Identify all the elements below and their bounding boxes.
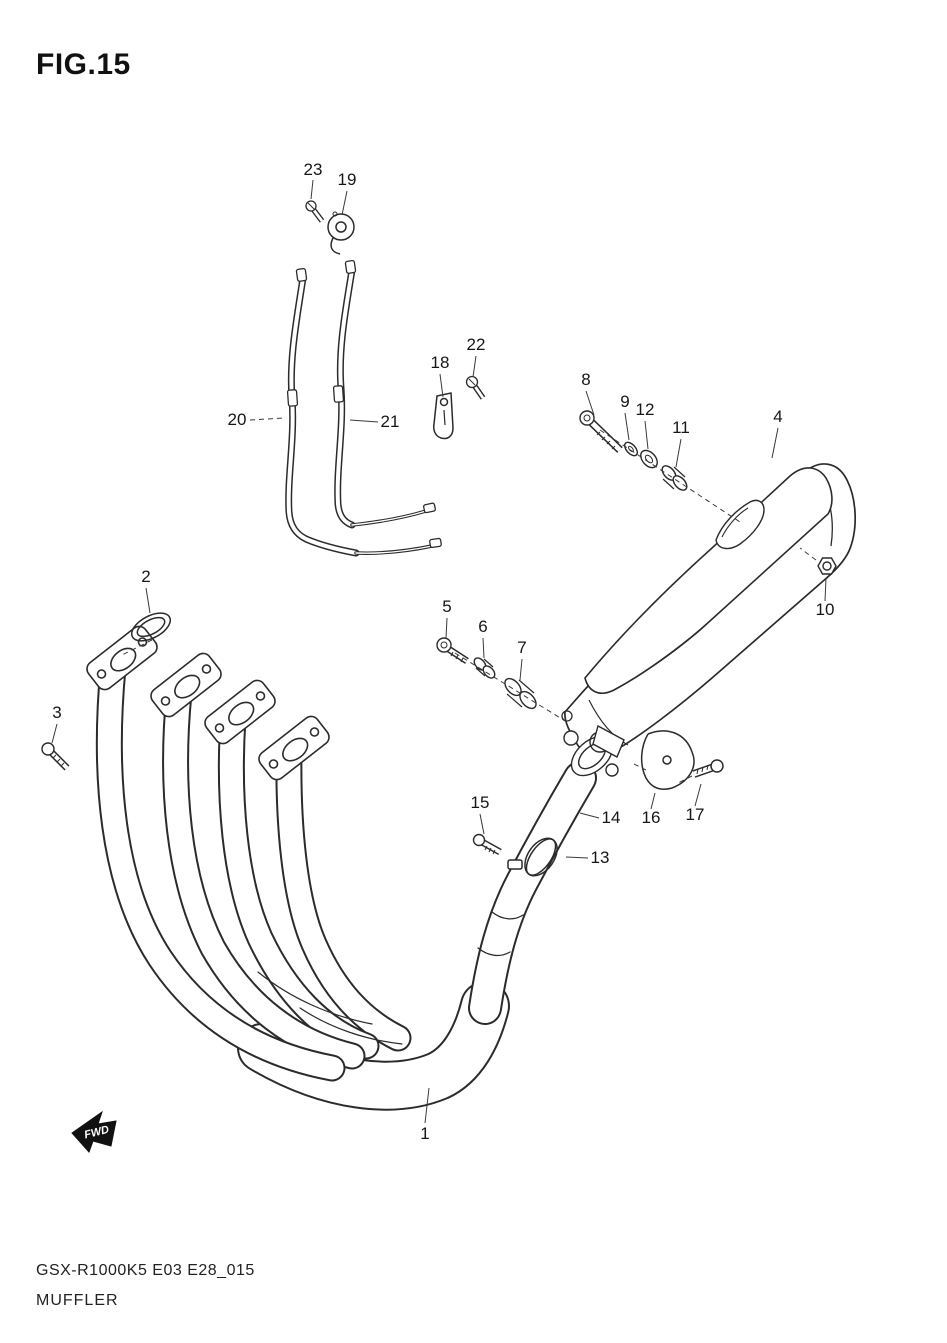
protector-bolt	[692, 759, 724, 778]
cable-grommet	[327, 211, 355, 255]
pipe-clamp	[507, 837, 558, 877]
part-callout-17: 17	[685, 805, 705, 824]
part-callout-8: 8	[581, 370, 591, 389]
exhaust-header-pipes	[95, 654, 597, 1111]
part-callout-20: 20	[227, 410, 247, 429]
part-callout-19: 19	[337, 170, 357, 189]
muffler-nut	[817, 557, 837, 575]
throttle-cables	[285, 259, 442, 557]
figure-part-name: MUFFLER	[36, 1292, 119, 1309]
inlet-valve-assembly	[563, 724, 625, 777]
part-callout-2: 2	[141, 567, 151, 586]
clamp-bolt	[472, 833, 502, 856]
part-callout-14: 14	[601, 808, 621, 827]
bracket-screw	[465, 375, 486, 400]
shield-vent	[715, 499, 765, 550]
cable-bracket	[433, 392, 454, 440]
figure-part-code: GSX-R1000K5 E03 E28_015	[36, 1262, 255, 1279]
flange-bolt	[41, 742, 70, 771]
part-callout-3: 3	[52, 703, 62, 722]
part-callout-16: 16	[641, 808, 661, 827]
part-callout-4: 4	[773, 407, 783, 426]
part-callout-15: 15	[470, 793, 490, 812]
part-callout-13: 13	[590, 848, 610, 867]
part-callout-9: 9	[620, 392, 630, 411]
part-callout-18: 18	[430, 353, 450, 372]
protector-bracket	[640, 730, 695, 790]
part-callout-12: 12	[635, 400, 655, 419]
leader-lines	[51, 179, 827, 1124]
header-flanges	[86, 625, 330, 781]
grommet-screw	[305, 200, 325, 223]
muffler-mount-hardware	[579, 410, 688, 491]
part-callout-21: 21	[380, 412, 400, 431]
part-callout-22: 22	[466, 335, 486, 354]
part-callout-1: 1	[420, 1124, 430, 1143]
part-callout-10: 10	[815, 600, 835, 619]
fwd-arrow: FWD	[71, 1110, 117, 1153]
part-callout-7: 7	[517, 638, 527, 657]
exhaust-gasket	[131, 612, 171, 642]
figure-title: FIG.15	[36, 48, 131, 81]
fwd-arrow-label: FWD	[83, 1124, 110, 1142]
part-callout-11: 11	[672, 418, 690, 437]
assembly-axis-lines	[121, 417, 817, 784]
part-callout-23: 23	[303, 160, 323, 179]
part-callout-6: 6	[478, 617, 488, 636]
muffler-assembly	[561, 463, 857, 757]
part-callout-5: 5	[442, 597, 452, 616]
